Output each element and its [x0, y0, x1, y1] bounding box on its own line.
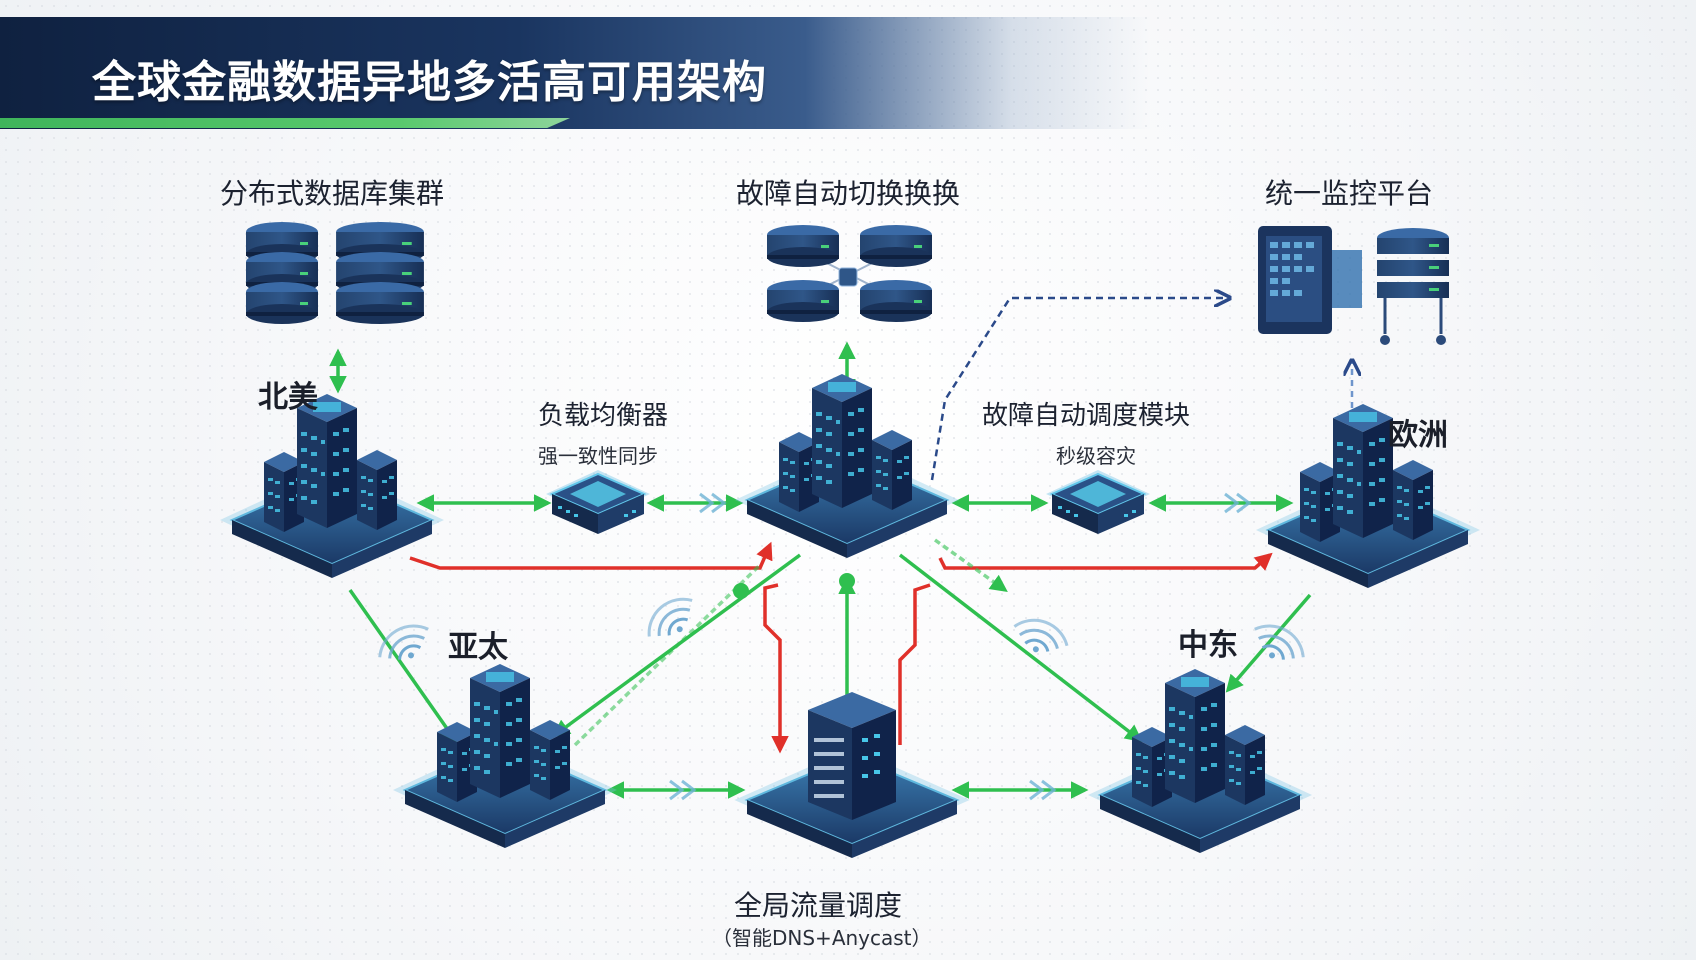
monitoring-label: 统一监控平台	[1265, 177, 1434, 210]
page-title: 全球金融数据异地多活高可用架构	[92, 57, 767, 108]
traffic-scheduler-sublabel: （智能DNS+Anycast）	[712, 926, 932, 950]
database-cluster-icon	[246, 222, 424, 324]
red-failover-links	[409, 541, 1273, 754]
global-traffic-datacenter-icon	[733, 692, 971, 860]
signal-icon	[1007, 611, 1074, 664]
junction-node-left	[733, 583, 749, 599]
traffic-scheduler-label: 全局流量调度	[734, 889, 903, 922]
signal-icon	[370, 615, 439, 674]
junction-node-center	[839, 573, 855, 589]
region-europe: 欧洲	[1388, 418, 1448, 453]
load-balancer-icon	[545, 469, 651, 535]
scheduler-module-icon	[1045, 469, 1151, 535]
flow-chevrons-icon	[669, 492, 1252, 801]
region-middle-east: 中东	[1178, 628, 1238, 663]
failover-switch-icon	[767, 225, 932, 322]
datacenter-asia-pacific	[393, 664, 617, 848]
load-balancer-label: 负载均衡器	[538, 401, 669, 431]
scheduler-sublabel: 秒级容灾	[1056, 444, 1136, 468]
datacenter-north-america	[220, 394, 444, 578]
datacenter-middle-east	[1088, 669, 1312, 853]
signal-icon	[638, 587, 705, 651]
failover-label: 故障自动切换换换	[736, 177, 961, 210]
datacenter-hub	[735, 374, 959, 558]
signal-icon	[1244, 615, 1313, 674]
scheduler-label: 故障自动调度模块	[982, 401, 1191, 431]
title-banner	[0, 17, 1150, 129]
monitoring-platform-icon	[1258, 226, 1449, 345]
region-asia-pacific: 亚太	[448, 630, 508, 665]
region-north-america: 北美	[258, 380, 318, 415]
green-sync-links	[329, 341, 1312, 799]
title-banner-accent-stripe	[0, 118, 570, 128]
db-cluster-label: 分布式数据库集群	[220, 177, 445, 210]
load-balancer-sublabel: 强一致性同步	[538, 444, 658, 468]
